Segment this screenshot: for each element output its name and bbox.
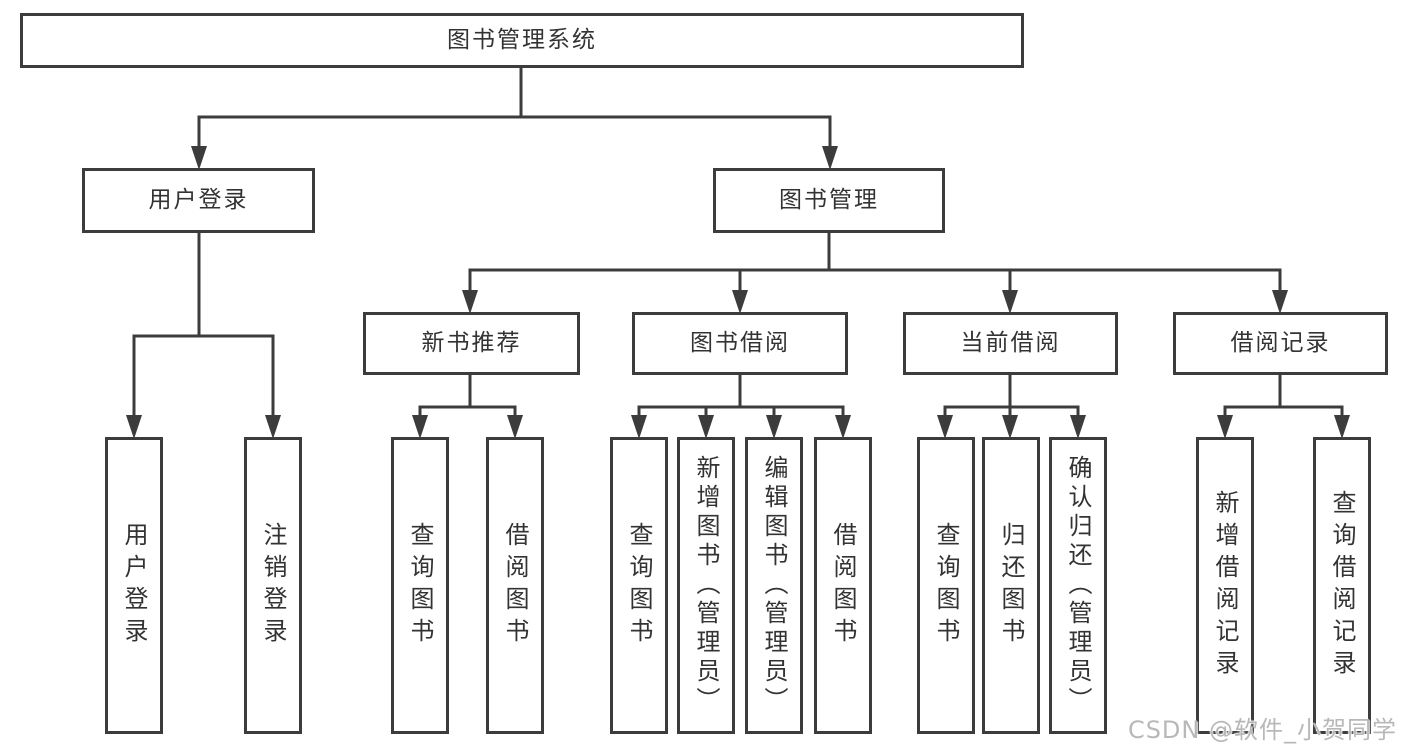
node-book-management: 图书管理 [713,168,945,233]
node-user-login: 用户登录 [82,168,315,233]
node-borrow-record: 借阅记录 [1173,312,1388,375]
leaf-br-add-record: 新增借阅记录 [1196,437,1254,734]
node-book-borrow: 图书借阅 [632,312,848,375]
node-root: 图书管理系统 [20,13,1024,68]
leaf-cb-query-book: 查询图书 [917,437,975,734]
leaf-bb-borrow-book: 借阅图书 [814,437,872,734]
leaf-logout: 注销登录 [244,437,302,734]
leaf-cb-confirm-return-admin: 确认归还（管理员） [1049,437,1107,734]
leaf-user-login: 用户登录 [105,437,163,734]
leaf-bb-edit-book-admin: 编辑图书（管理员） [745,437,803,734]
leaf-nbr-borrow-book: 借阅图书 [486,437,544,734]
leaf-nbr-query-book: 查询图书 [391,437,449,734]
leaf-cb-return-book: 归还图书 [982,437,1040,734]
node-current-borrow: 当前借阅 [903,312,1118,375]
leaf-br-query-record: 查询借阅记录 [1313,437,1371,734]
leaf-bb-query-book: 查询图书 [610,437,668,734]
node-new-book-recommend: 新书推荐 [363,312,580,375]
leaf-bb-add-book-admin: 新增图书（管理员） [677,437,735,734]
watermark: CSDN @软件_小贺同学 [1127,716,1397,744]
